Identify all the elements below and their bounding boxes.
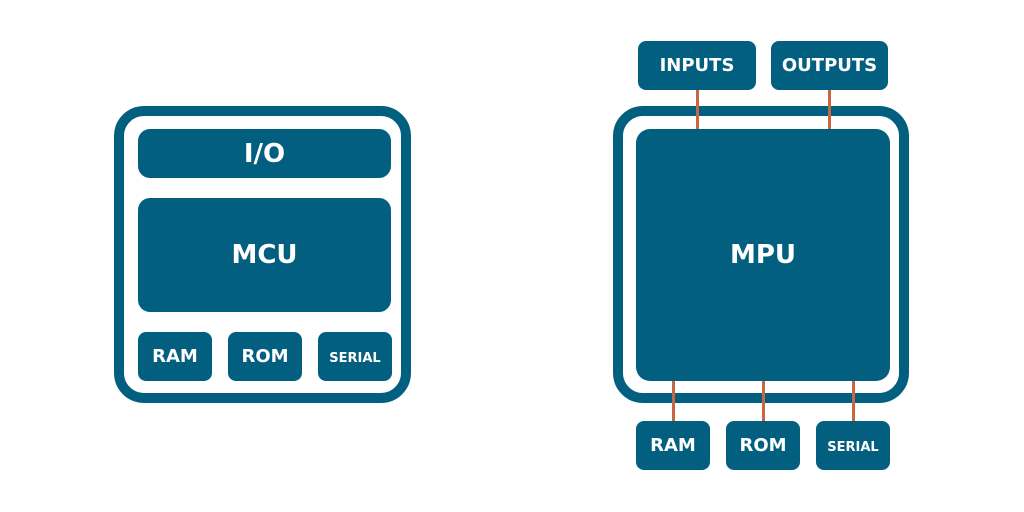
rom-wire bbox=[762, 380, 765, 422]
serial-wire bbox=[852, 380, 855, 422]
mcu-ram-block: RAM bbox=[138, 332, 212, 381]
mcu-io-block: I/O bbox=[138, 129, 391, 178]
mpu-serial-block: SERIAL bbox=[816, 421, 890, 470]
ram-wire bbox=[672, 380, 675, 422]
mpu-core-block: MPU bbox=[636, 129, 890, 381]
mcu-rom-block: ROM bbox=[228, 332, 302, 381]
mpu-outputs-block: OUTPUTS bbox=[771, 41, 888, 90]
mpu-inputs-block: INPUTS bbox=[638, 41, 756, 90]
mpu-rom-block: ROM bbox=[726, 421, 800, 470]
mcu-serial-block: SERIAL bbox=[318, 332, 392, 381]
outputs-wire bbox=[828, 90, 831, 130]
inputs-wire bbox=[696, 90, 699, 130]
mpu-ram-block: RAM bbox=[636, 421, 710, 470]
mcu-core-block: MCU bbox=[138, 198, 391, 312]
